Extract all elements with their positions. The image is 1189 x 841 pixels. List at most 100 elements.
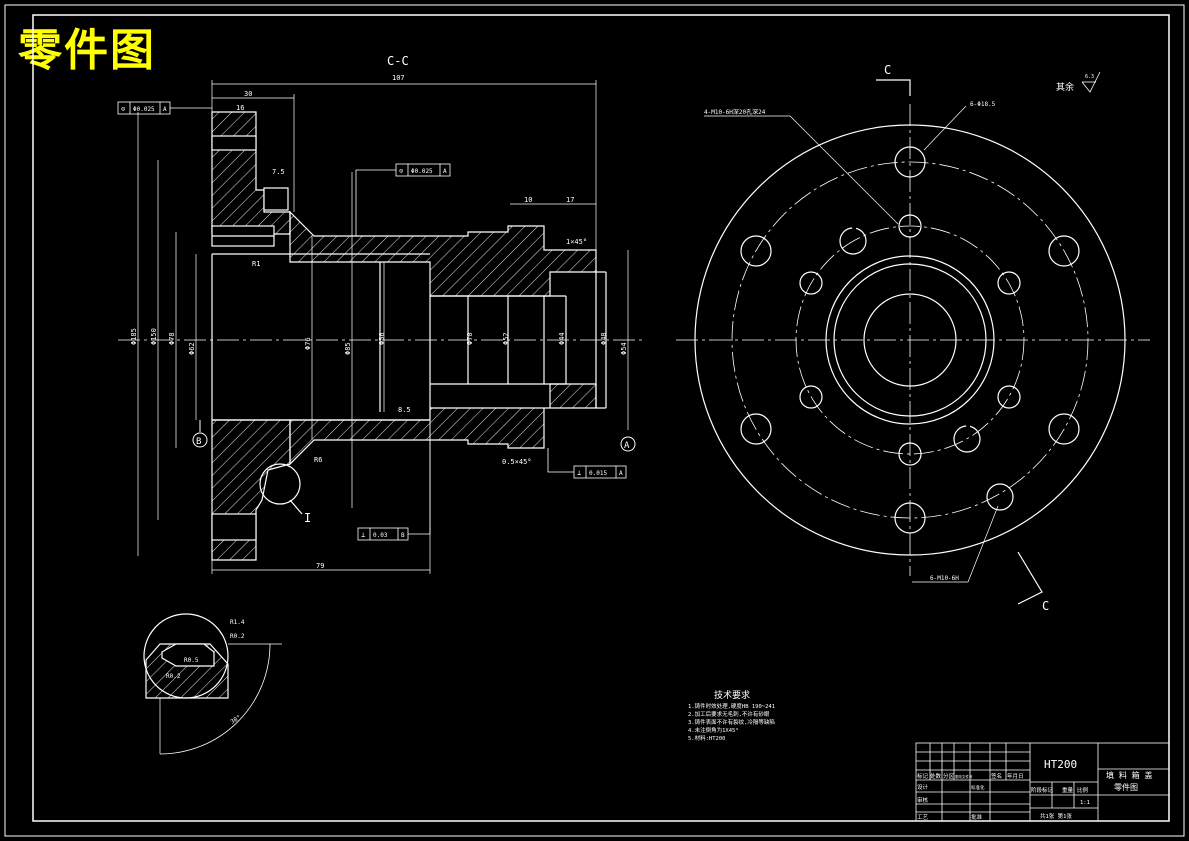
label-weight: 重量 bbox=[1062, 786, 1074, 794]
front-view bbox=[676, 104, 1150, 576]
inner-frame bbox=[32, 14, 1170, 822]
svg-text:A: A bbox=[624, 441, 630, 451]
label-design: 设计 bbox=[917, 783, 929, 791]
label-scale-value: 1:1 bbox=[1080, 800, 1090, 806]
cut-marker-top: C bbox=[884, 63, 891, 77]
tech-item: 2.加工后要求无毛刺,不许有砂眼 bbox=[688, 710, 770, 718]
svg-text:Φ0.025: Φ0.025 bbox=[133, 106, 155, 113]
dim-79: 79 bbox=[316, 562, 324, 570]
dim-chamfer-top: 1×45° bbox=[566, 238, 587, 246]
dim-overall: 107 bbox=[392, 74, 405, 82]
dim-17: 17 bbox=[566, 196, 574, 204]
tech-heading: 技术要求 bbox=[714, 689, 750, 701]
svg-text:B: B bbox=[401, 532, 405, 539]
section-cut-markers bbox=[876, 79, 1043, 605]
tech-item: 1.铸件时效处理,硬度HB 190~241 bbox=[688, 702, 775, 710]
detail-r3: R0.5 bbox=[184, 657, 199, 664]
hole-callout-leaders bbox=[704, 105, 999, 583]
callout-m10-holes: 6-M10-6H bbox=[930, 575, 959, 582]
svg-text:A: A bbox=[443, 168, 447, 175]
title-block-texts: HT200 填 料 箱 盖 零件图 标记 处数 分区 更改文件号 签名 年月日 … bbox=[917, 758, 1152, 821]
surface-note: 其余 bbox=[1056, 81, 1074, 93]
tech-requirements: 技术要求 1.铸件时效处理,硬度HB 190~241 2.加工后要求无毛刺,不许… bbox=[688, 689, 775, 742]
callout-threaded-holes: 4-M10-6H深20孔深24 bbox=[704, 108, 766, 116]
svg-text:Φ0.025: Φ0.025 bbox=[411, 168, 433, 175]
svg-text:0.03: 0.03 bbox=[373, 532, 388, 539]
detail-view bbox=[143, 613, 282, 755]
label-zone: 分区 bbox=[943, 772, 955, 780]
detail-r4: R0.2 bbox=[166, 673, 181, 680]
svg-text:⊙: ⊙ bbox=[399, 167, 403, 175]
section-view bbox=[118, 111, 646, 561]
section-hatch bbox=[211, 111, 597, 561]
dim-r6: R6 bbox=[314, 456, 322, 464]
label-scale: 比例 bbox=[1077, 786, 1089, 794]
dimension-texts: 107 30 16 79 10 17 7.5 1×45° 0.5×45° R1 … bbox=[130, 74, 628, 570]
label-process: 工艺 bbox=[917, 814, 929, 821]
detail-angle: 30° bbox=[229, 714, 242, 726]
surface-value: 6.3 bbox=[1085, 74, 1094, 80]
dim-16: 16 bbox=[236, 104, 244, 112]
title-block bbox=[915, 742, 1170, 822]
dim-185: Φ185 bbox=[130, 328, 138, 345]
drawing-title: 零件图 bbox=[18, 25, 156, 76]
tolerance-frame-perp-right: ⊥ 0.015 A bbox=[547, 448, 627, 479]
tolerance-frame-top-left: ⊙ Φ0.025 A bbox=[117, 101, 212, 115]
dim-52: Φ52 bbox=[502, 332, 510, 345]
surface-finish-icon bbox=[1081, 71, 1101, 93]
detail-r2: R0.2 bbox=[230, 633, 245, 640]
dim-85: Φ85 bbox=[344, 342, 352, 355]
label-review: 审核 bbox=[917, 796, 929, 804]
label-stage-mark: 阶段标记 bbox=[1031, 786, 1054, 794]
dim-8-5: 8.5 bbox=[398, 406, 411, 414]
dim-78: Φ78 bbox=[168, 332, 176, 345]
label-date: 年月日 bbox=[1007, 772, 1024, 780]
datum-b-marker: B bbox=[192, 420, 208, 448]
dim-chamfer-bottom: 0.5×45° bbox=[502, 458, 532, 466]
callout-dia-holes: 6-Φ18.5 bbox=[970, 101, 996, 108]
svg-text:B: B bbox=[196, 437, 201, 447]
svg-text:0.015: 0.015 bbox=[589, 470, 607, 477]
svg-text:⊙: ⊙ bbox=[121, 105, 125, 113]
tech-item: 3.铸件表面不许有裂纹,冷隔等缺陷 bbox=[688, 718, 775, 726]
svg-text:⊥: ⊥ bbox=[577, 469, 581, 477]
dim-62: Φ62 bbox=[188, 342, 196, 355]
tech-item: 5.材料:HT200 bbox=[688, 734, 726, 742]
label-signature: 签名 bbox=[991, 772, 1002, 780]
dimension-lines bbox=[137, 80, 629, 574]
svg-text:A: A bbox=[619, 470, 623, 477]
outer-frame bbox=[4, 4, 1185, 837]
dim-54: Φ54 bbox=[620, 342, 628, 355]
dim-48: Φ48 bbox=[600, 332, 608, 345]
label-mark: 标记 bbox=[917, 772, 929, 780]
cut-marker-bottom: C bbox=[1042, 599, 1049, 613]
dim-7-5: 7.5 bbox=[272, 168, 285, 176]
tolerance-frame-top-mid: ⊙ Φ0.025 A bbox=[355, 163, 451, 236]
svg-text:A: A bbox=[163, 106, 167, 113]
detail-r1: R1.4 bbox=[230, 619, 245, 626]
title-material: HT200 bbox=[1044, 758, 1077, 771]
dim-10: 10 bbox=[524, 196, 532, 204]
label-change-doc: 更改文件号 bbox=[955, 774, 973, 779]
label-approve: 批准 bbox=[971, 813, 983, 821]
datum-a-marker: A bbox=[620, 436, 636, 452]
dim-r-small: R1 bbox=[252, 260, 260, 268]
tech-item: 4.未注倒角为1X45° bbox=[688, 726, 739, 734]
dim-56: Φ56 bbox=[378, 332, 386, 345]
label-standardize: 标准化 bbox=[971, 784, 985, 791]
title-part-type: 零件图 bbox=[1114, 782, 1138, 792]
svg-text:⊥: ⊥ bbox=[361, 531, 365, 539]
tolerance-frame-perp-bottom: ⊥ 0.03 B bbox=[357, 420, 431, 541]
label-sheets: 共1张 第1张 bbox=[1040, 812, 1072, 820]
dim-30: 30 bbox=[244, 90, 252, 98]
label-count: 处数 bbox=[930, 772, 942, 780]
dim-44: Φ44 bbox=[558, 332, 566, 345]
dim-76: Φ76 bbox=[304, 337, 312, 350]
detail-marker: I bbox=[304, 511, 311, 525]
detail-texts: R1.4 R0.2 R0.5 R0.2 30° bbox=[166, 619, 245, 726]
section-label: C-C bbox=[387, 54, 409, 68]
title-part-name: 填 料 箱 盖 bbox=[1106, 770, 1152, 780]
dim-70: Φ70 bbox=[466, 332, 474, 345]
dim-150: Φ150 bbox=[150, 328, 158, 345]
